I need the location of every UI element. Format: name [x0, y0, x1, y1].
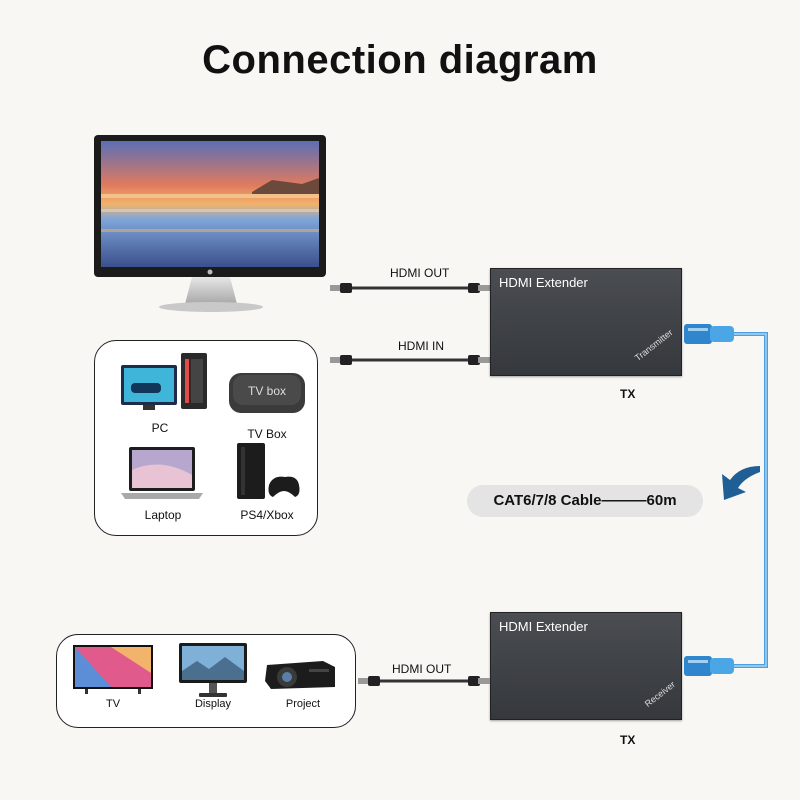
receiver-box: HDMI Extender Receiver: [490, 612, 682, 720]
receiver-role: Receiver: [642, 679, 677, 709]
hdmi-in-label: HDMI IN: [398, 339, 444, 353]
pc-label: PC: [151, 421, 169, 435]
network-cable-label: CAT6/7/8 Cable———60m: [467, 485, 703, 517]
tv-box-icon: TV box: [229, 373, 305, 413]
hdmi-out-cable-top: [330, 283, 490, 293]
hdmi-out-label-bottom: HDMI OUT: [392, 662, 452, 676]
diagram-title: Connection diagram: [202, 38, 598, 82]
display-label: Display: [194, 698, 232, 710]
receiver-caption: TX: [620, 733, 636, 747]
laptop-icon: [121, 447, 203, 499]
laptop-label: Laptop: [144, 508, 182, 522]
curved-arrow-icon: [722, 466, 760, 500]
display-devices-panel: TV Display Project: [56, 634, 356, 728]
ps4-xbox-icon: [237, 443, 300, 499]
ps4-xbox-label: PS4/Xbox: [240, 508, 294, 522]
projector-icon: [265, 661, 335, 689]
display-icon: [179, 643, 247, 697]
tv-icon: [73, 645, 153, 694]
source-devices-panel: PC TV box TV Box Laptop PS4/Xbox: [94, 340, 318, 536]
tv-label: TV: [105, 698, 121, 710]
tv-box-label: TV Box: [247, 427, 287, 441]
transmitter-name: HDMI Extender: [499, 275, 588, 290]
pc-icon: [121, 353, 207, 410]
projector-label: Project: [285, 698, 321, 710]
tv-box-screen-text: TV box: [248, 384, 286, 398]
transmitter-box: HDMI Extender Transmitter: [490, 268, 682, 376]
monitor-image: [94, 135, 326, 312]
receiver-name: HDMI Extender: [499, 619, 588, 634]
transmitter-caption: TX: [620, 387, 636, 401]
network-cable: [684, 324, 768, 676]
hdmi-in-cable: [330, 355, 490, 365]
transmitter-role: Transmitter: [632, 327, 675, 363]
hdmi-out-label-top: HDMI OUT: [390, 266, 450, 280]
hdmi-out-cable-bottom: [358, 676, 490, 686]
